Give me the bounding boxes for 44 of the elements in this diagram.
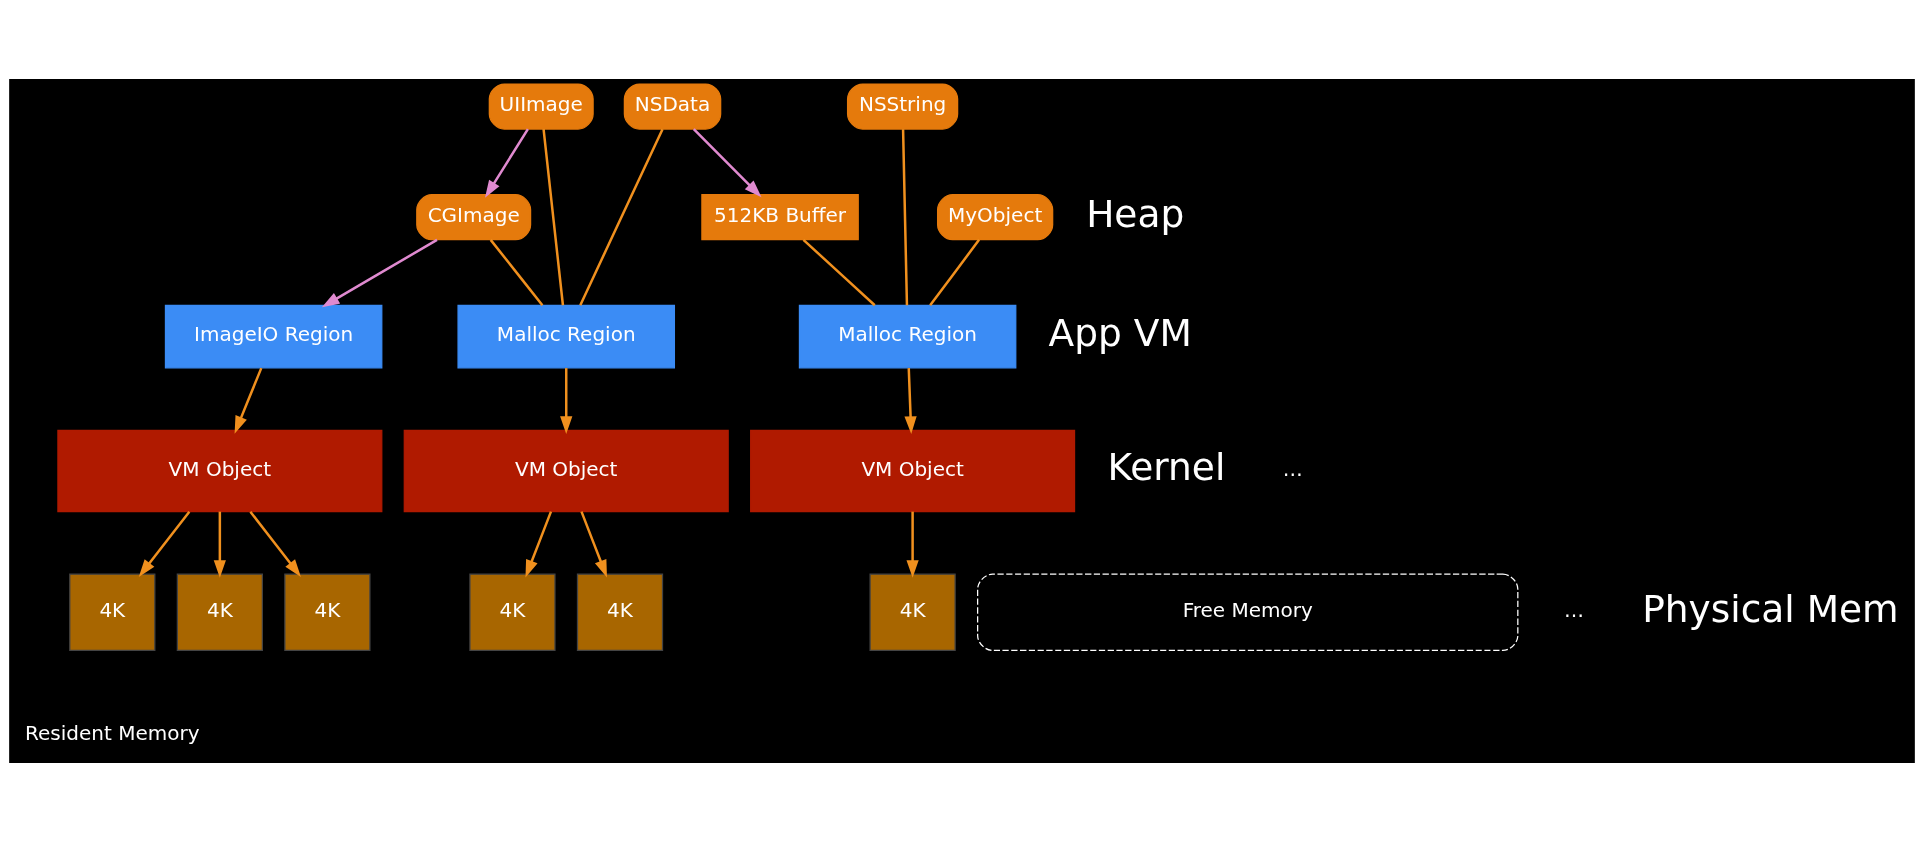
arrow: [234, 367, 262, 434]
node-box: UIImage: [488, 82, 594, 130]
arrow: [905, 511, 919, 578]
label: …: [1282, 456, 1303, 481]
node-box: VM Object: [403, 429, 729, 512]
node-box: 4K: [868, 573, 956, 651]
node-box: Malloc Region: [456, 304, 675, 368]
label: App VM: [1048, 310, 1192, 355]
node-box: Free Memory: [976, 573, 1518, 651]
arrow: [524, 510, 552, 577]
arrow: [692, 127, 761, 197]
arrow: [903, 367, 917, 434]
node-box: 512KB Buffer: [700, 193, 859, 240]
arrow: [138, 510, 190, 577]
node-box: 4K: [283, 573, 371, 651]
node-box: 4K: [176, 573, 263, 651]
arrow: [248, 510, 301, 577]
node-box: NSString: [846, 82, 958, 130]
node-box: VM Object: [56, 429, 382, 512]
node-box: 4K: [68, 573, 155, 651]
arrow: [559, 367, 572, 434]
label: Resident Memory: [24, 720, 200, 745]
connector: [802, 238, 876, 306]
node-box: 4K: [468, 573, 556, 651]
label: Physical Mem: [1641, 586, 1899, 631]
label: …: [1563, 597, 1584, 622]
label: Heap: [1085, 191, 1184, 236]
connector: [928, 238, 980, 306]
node-box: NSData: [623, 82, 721, 130]
arrow: [484, 127, 529, 198]
node-box: ImageIO Region: [164, 304, 382, 368]
connector: [489, 238, 543, 306]
node-box: Malloc Region: [798, 304, 1016, 368]
connector: [541, 128, 564, 305]
arrow: [213, 511, 226, 578]
node-box: 4K: [576, 573, 663, 651]
node-box: MyObject: [936, 193, 1053, 240]
connector: [901, 128, 908, 305]
arrow: [321, 238, 438, 307]
connector: [578, 128, 664, 306]
label: Kernel: [1107, 444, 1225, 489]
node-box: VM Object: [749, 429, 1075, 512]
arrow: [579, 510, 607, 577]
node-box: CGImage: [415, 193, 531, 240]
